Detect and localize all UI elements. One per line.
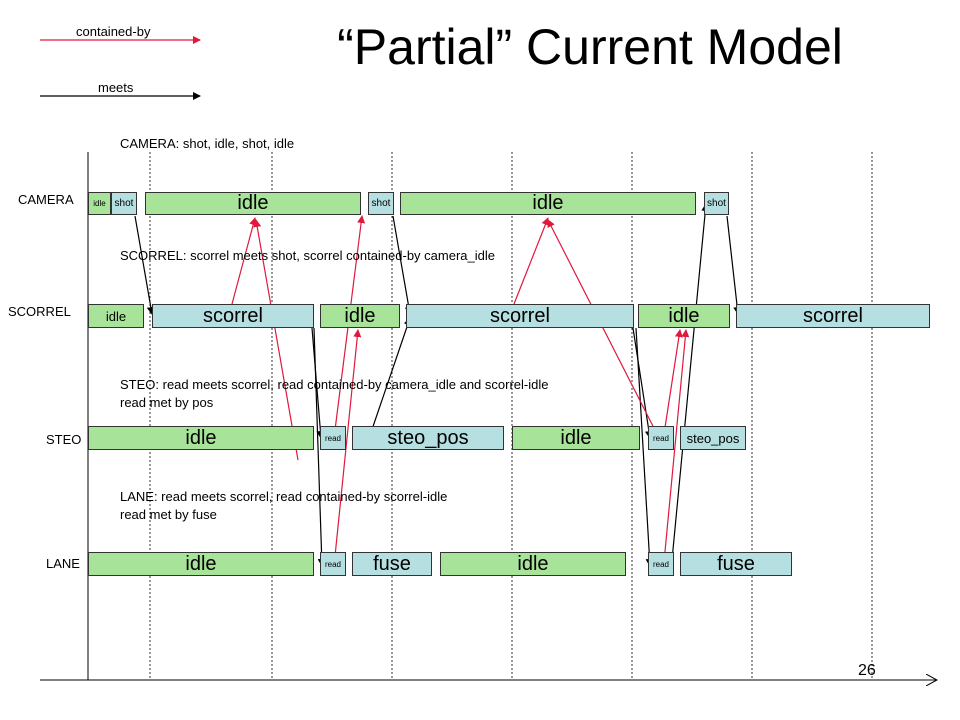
- caption-lane-line2: read met by fuse: [120, 507, 217, 522]
- scorrel-idle-box: idle: [88, 304, 144, 328]
- camera-idle-box: idle: [88, 192, 111, 215]
- legend-meets-label: meets: [98, 80, 134, 95]
- slide-title: “Partial” Current Model: [337, 19, 843, 75]
- contained-by-arrow: [513, 217, 550, 305]
- camera-shot-box: shot: [111, 192, 137, 215]
- contained-by-arrow: [333, 329, 362, 567]
- contained-by-arrow: [663, 329, 690, 563]
- meets-arrow: [726, 215, 742, 315]
- meets-arrow: [392, 215, 413, 315]
- contained-by-arrow: [253, 219, 299, 461]
- meets-arrow: [635, 327, 654, 567]
- contained-by-arrows: [231, 215, 690, 567]
- scorrel-scorrel-box: scorrel: [736, 304, 930, 328]
- page-number: 26: [858, 662, 876, 679]
- scorrel-idle-box: idle: [638, 304, 730, 328]
- steo-idle-box: idle: [88, 426, 314, 450]
- scorrel-idle-box: idle: [320, 304, 400, 328]
- steo-steo-pos-box: steo_pos: [680, 426, 746, 450]
- scorrel-scorrel-box: scorrel: [152, 304, 314, 328]
- caption-lane-line1: LANE: read meets scorrel, read contained…: [120, 489, 448, 504]
- camera-idle-box: idle: [400, 192, 696, 215]
- meets-arrow: [313, 327, 326, 567]
- steo-steo-pos-box: steo_pos: [352, 426, 504, 450]
- meets-arrow: [134, 215, 155, 315]
- camera-shot-box: shot: [368, 192, 394, 215]
- meets-arrow: [671, 203, 710, 561]
- lane-idle-box: idle: [88, 552, 314, 576]
- lane-read-box: read: [320, 552, 346, 576]
- steo-read-box: read: [648, 426, 674, 450]
- row-label-scorrel: SCORREL: [8, 304, 71, 319]
- camera-idle-box: idle: [145, 192, 361, 215]
- lane-fuse-box: fuse: [352, 552, 432, 576]
- caption-steo-line1: STEO: read meets scorrel, read contained…: [120, 377, 549, 392]
- meets-arrow: [632, 327, 653, 439]
- caption-steo-line2: read met by pos: [120, 395, 214, 410]
- row-label-steo: STEO: [46, 432, 82, 447]
- caption-camera: CAMERA: shot, idle, shot, idle: [120, 136, 295, 151]
- contained-by-arrow: [231, 217, 258, 305]
- steo-idle-box: idle: [512, 426, 640, 450]
- camera-shot-box: shot: [704, 192, 729, 215]
- meets-arrow: [311, 327, 325, 439]
- contained-by-arrow: [663, 329, 683, 435]
- scorrel-scorrel-box: scorrel: [406, 304, 634, 328]
- contained-by-arrow: [547, 219, 659, 437]
- lane-fuse-box: fuse: [680, 552, 792, 576]
- row-label-lane: LANE: [46, 556, 80, 571]
- lane-read-box: read: [648, 552, 674, 576]
- time-gridlines: [149, 152, 873, 680]
- caption-scorrel: SCORREL: scorrel meets shot, scorrel con…: [120, 248, 495, 263]
- legend-contained-by-label: contained-by: [76, 24, 151, 39]
- lane-idle-box: idle: [440, 552, 626, 576]
- row-label-camera: CAMERA: [18, 192, 74, 207]
- steo-read-box: read: [320, 426, 346, 450]
